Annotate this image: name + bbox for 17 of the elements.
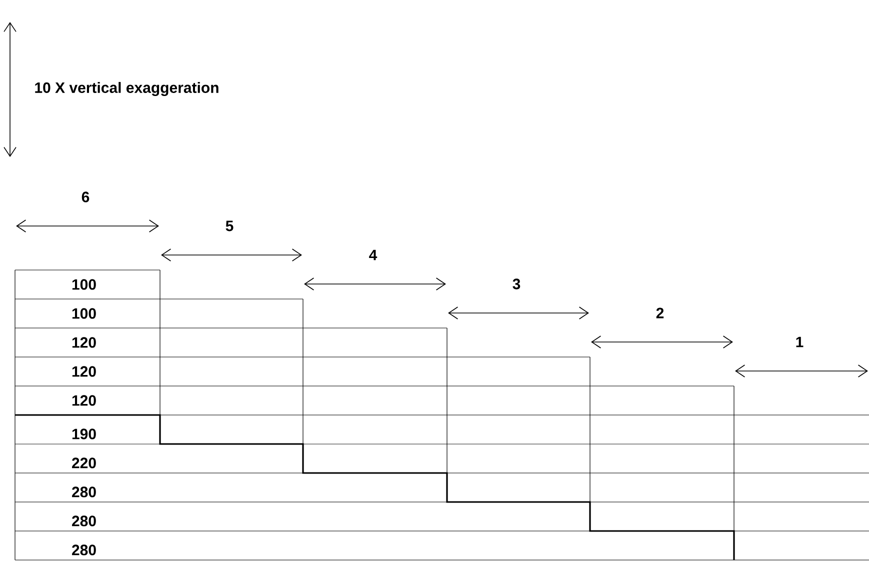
column-number: 1	[796, 336, 804, 348]
layer-thickness-label: 100	[72, 308, 96, 319]
layer-thickness-label: 280	[72, 486, 96, 498]
column-number: 5	[226, 220, 234, 232]
layer-thickness-label: 100	[72, 279, 96, 290]
column-number: 3	[512, 278, 520, 290]
layer-thickness-label: 220	[72, 458, 96, 468]
column-number: 6	[82, 192, 90, 202]
column-number: 4	[369, 250, 378, 260]
layer-thickness-label: 190	[72, 428, 96, 440]
scale-label: 10 X vertical exaggeration	[35, 82, 218, 96]
layer-thickness-label: 120	[72, 395, 96, 406]
layer-thickness-label: 120	[72, 366, 96, 377]
layer-thickness-label: 280	[72, 516, 96, 526]
layer-thickness-label: 280	[72, 544, 96, 556]
column-number: 2	[656, 308, 664, 318]
layer-thickness-label: 120	[72, 337, 96, 348]
